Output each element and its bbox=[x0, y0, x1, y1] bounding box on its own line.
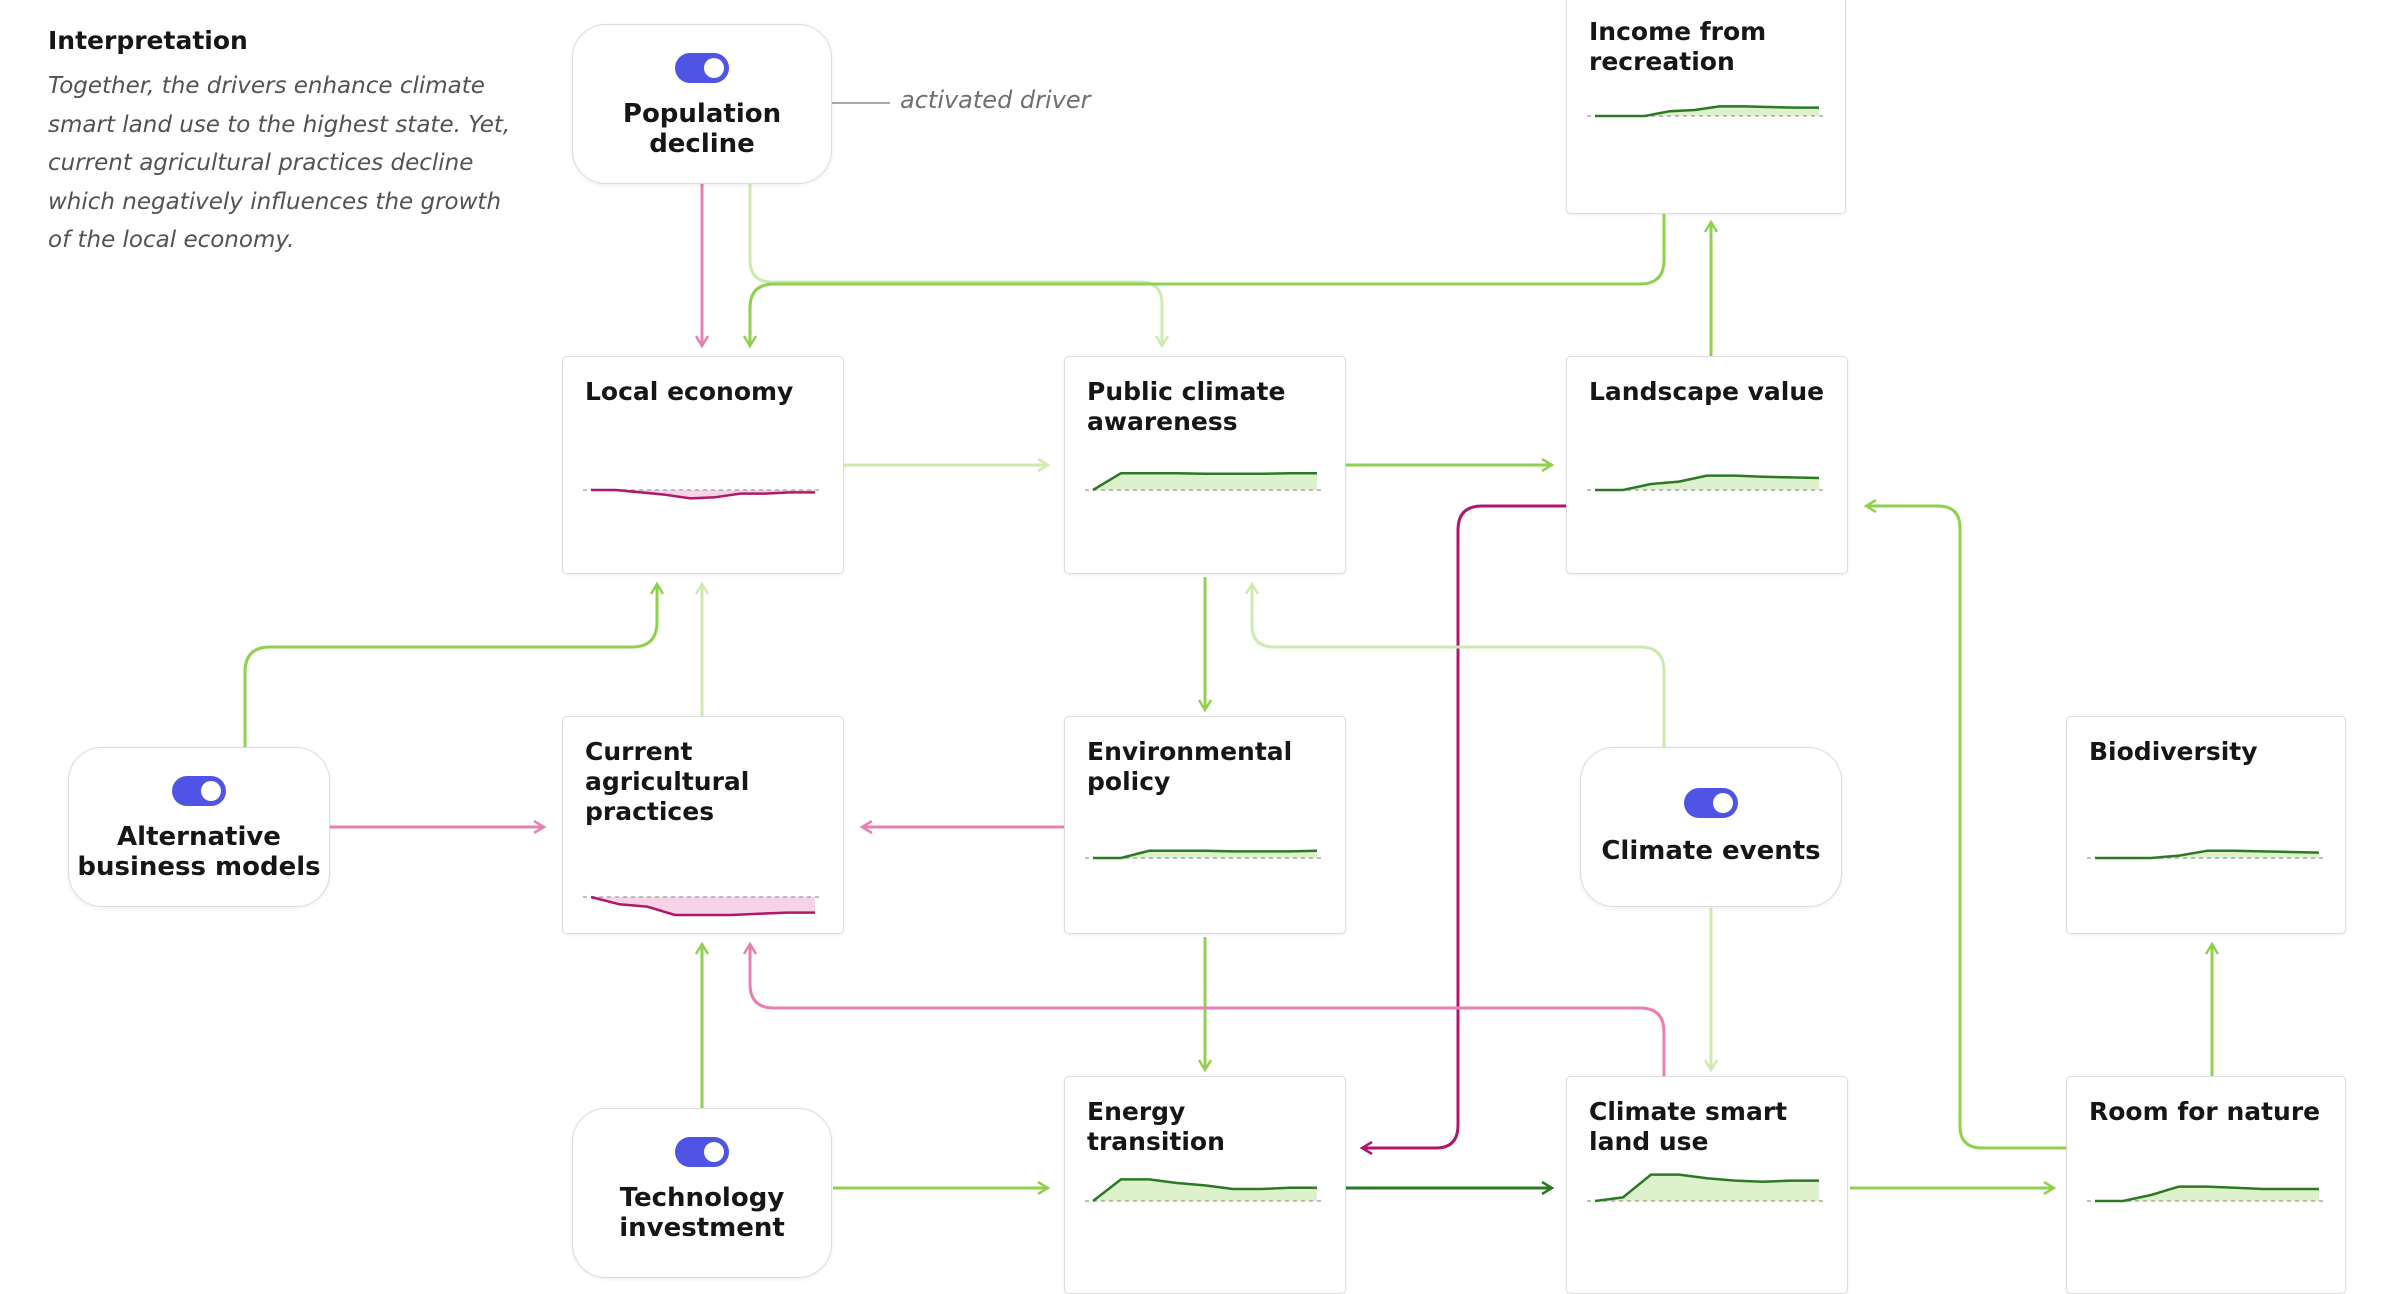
factor-public-climate-awareness[interactable]: Public climate awareness bbox=[1064, 356, 1346, 574]
driver-alternative-business-models[interactable]: Alternative business models bbox=[68, 747, 330, 907]
sparkline-line bbox=[2095, 1185, 2319, 1203]
toggle-knob bbox=[704, 1142, 724, 1162]
interpretation-title: Interpretation bbox=[48, 26, 248, 55]
sparkline-line bbox=[1092, 471, 1317, 492]
sparkline-line bbox=[1595, 105, 1819, 118]
link-income-to-local bbox=[750, 214, 1666, 346]
factor-local-economy[interactable]: Local economy bbox=[562, 356, 844, 574]
factor-current-agricultural-practices[interactable]: Current agricultural practices bbox=[562, 716, 844, 934]
link-roomnature-to-landscape bbox=[1866, 506, 2070, 1150]
toggle-switch[interactable] bbox=[675, 53, 729, 83]
factor-room-for-nature[interactable]: Room for nature bbox=[2066, 1076, 2346, 1294]
sparkline-line bbox=[1595, 474, 1820, 492]
factor-label: Room for nature bbox=[2089, 1097, 2321, 1126]
trend-sparkline bbox=[1085, 849, 1325, 860]
sparkline-area bbox=[591, 897, 815, 915]
driver-label: Alternative business models bbox=[77, 822, 321, 882]
driver-population-decline[interactable]: Population decline bbox=[572, 24, 832, 184]
factor-label: Environmental policy bbox=[1087, 737, 1293, 796]
sparkline-line bbox=[590, 895, 815, 917]
factor-label: Climate smart land use bbox=[1589, 1097, 1788, 1156]
toggle-switch[interactable] bbox=[172, 776, 226, 806]
trend-sparkline bbox=[2087, 1185, 2327, 1203]
legend-activated-driver-label: activated driver bbox=[900, 86, 1091, 114]
factor-landscape-value[interactable]: Landscape value bbox=[1566, 356, 1848, 574]
trend-sparkline bbox=[1085, 471, 1325, 492]
factor-biodiversity[interactable]: Biodiversity bbox=[2066, 716, 2346, 934]
factor-energy-transition[interactable]: Energy transition bbox=[1064, 1076, 1346, 1294]
trend-sparkline bbox=[1587, 474, 1827, 492]
driver-label: Technology investment bbox=[619, 1183, 785, 1243]
sparkline-area bbox=[1595, 1174, 1819, 1201]
interpretation-text: Together, the drivers enhance climate sm… bbox=[48, 73, 511, 253]
sparkline-line bbox=[1594, 1173, 1819, 1203]
driver-label: Population decline bbox=[622, 99, 782, 159]
sparkline-line bbox=[1093, 849, 1318, 860]
factor-label: Public climate awareness bbox=[1087, 377, 1286, 436]
sparkline-line bbox=[591, 488, 815, 500]
sparkline-area bbox=[1595, 475, 1819, 490]
causal-diagram: Interpretation Together, the drivers enh… bbox=[48, 0, 2400, 1294]
link-population-to-awareness bbox=[748, 184, 1162, 346]
trend-sparkline bbox=[583, 488, 823, 500]
link-landscape-to-energy bbox=[1362, 504, 1570, 1148]
factor-environmental-policy[interactable]: Environmental policy bbox=[1064, 716, 1346, 934]
sparkline-area bbox=[1595, 106, 1819, 116]
toggle-knob bbox=[1713, 793, 1733, 813]
factor-label: Current agricultural practices bbox=[585, 737, 750, 826]
factor-label: Energy transition bbox=[1087, 1097, 1225, 1156]
legend-connector bbox=[832, 102, 890, 104]
trend-sparkline bbox=[1085, 1178, 1325, 1202]
factor-climate-smart-land-use[interactable]: Climate smart land use bbox=[1566, 1076, 1848, 1294]
sparkline-area bbox=[1093, 1179, 1317, 1201]
factor-label: Income from recreation bbox=[1589, 17, 1767, 76]
toggle-switch[interactable] bbox=[675, 1137, 729, 1167]
toggle-knob bbox=[201, 781, 221, 801]
driver-technology-investment[interactable]: Technology investment bbox=[572, 1108, 832, 1278]
factor-label: Biodiversity bbox=[2089, 737, 2258, 766]
link-layer bbox=[243, 184, 2400, 1260]
driver-label: Climate events bbox=[1601, 836, 1821, 866]
driver-climate-events[interactable]: Climate events bbox=[1580, 747, 1842, 907]
link-climate-to-awareness bbox=[1252, 584, 1666, 747]
sparkline-area bbox=[1093, 473, 1317, 490]
factor-label: Landscape value bbox=[1589, 377, 1825, 406]
factor-label: Local economy bbox=[585, 377, 794, 406]
link-altbiz-to-local bbox=[243, 584, 657, 747]
trend-sparkline bbox=[1587, 1173, 1827, 1203]
toggle-switch[interactable] bbox=[1684, 788, 1738, 818]
trend-sparkline bbox=[583, 895, 823, 917]
trend-sparkline bbox=[1587, 105, 1827, 118]
link-csland-to-agri bbox=[750, 944, 1666, 1078]
factor-income-from-recreation[interactable]: Income from recreation bbox=[1566, 0, 1846, 214]
toggle-knob bbox=[704, 58, 724, 78]
sparkline-line bbox=[2095, 849, 2320, 860]
sparkline-line bbox=[1092, 1178, 1317, 1202]
interpretation-panel: Interpretation Together, the drivers enh… bbox=[48, 26, 518, 260]
trend-sparkline bbox=[2087, 849, 2327, 860]
